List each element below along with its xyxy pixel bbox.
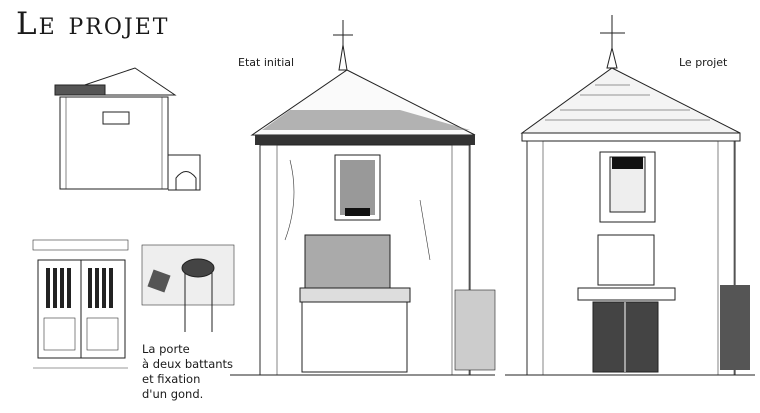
caption-line: La porte [142,342,190,356]
hinge-detail [141,244,235,332]
caption-line: et fixation [142,372,201,386]
door-caption: La porte à deux battants et fixation d'u… [142,342,233,402]
caption-line: à deux battants [142,357,234,371]
project-elevation [505,15,755,376]
door-drawing [32,239,129,369]
label-etat-initial: Etat initial [238,56,295,69]
page-title: Le projet [16,6,170,42]
caption-line: d'un gond. [142,387,204,401]
initial-state-elevation [230,20,496,376]
side-elevation-sketch [54,67,201,191]
label-le-projet: Le projet [679,56,728,69]
